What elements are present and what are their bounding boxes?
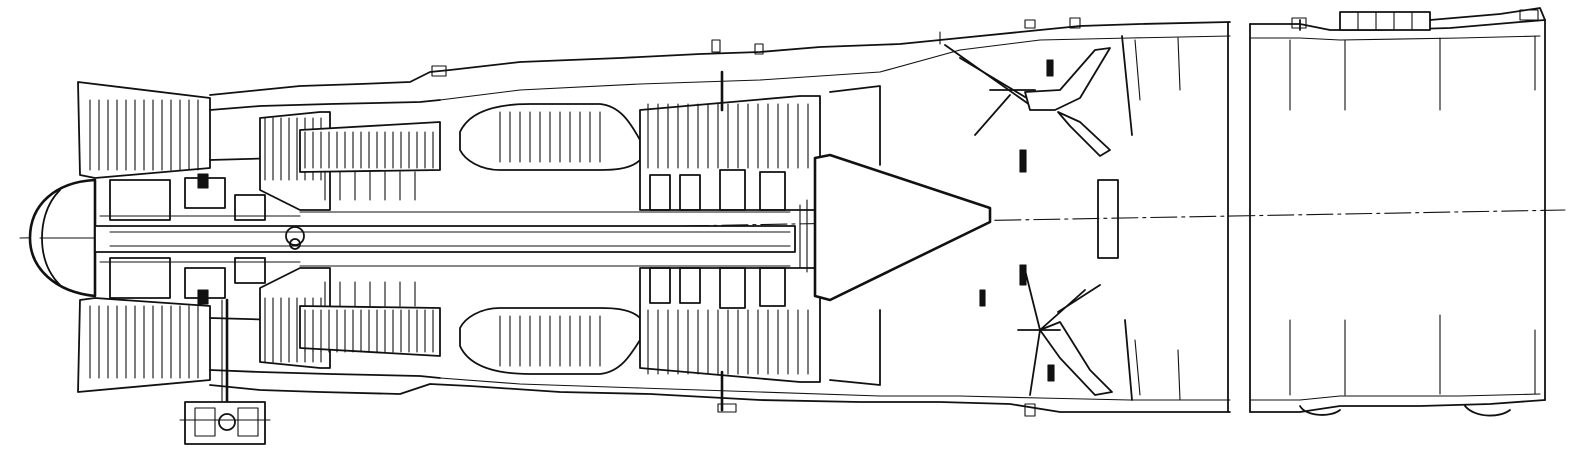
intake-cone xyxy=(28,178,111,298)
high-pressure-compressor xyxy=(299,121,441,357)
turbine-stages xyxy=(639,70,821,412)
exhaust-cone xyxy=(799,153,992,302)
front-hub-details xyxy=(109,173,305,305)
accessory-gearbox xyxy=(179,298,271,445)
afterburner-duct xyxy=(1121,21,1251,413)
afterburner-flameholders xyxy=(944,44,1119,396)
main-shaft xyxy=(94,211,796,267)
nozzle-section xyxy=(1289,7,1546,417)
fan-stage xyxy=(77,81,211,393)
combustion-chamber xyxy=(459,103,641,375)
casing-fittings xyxy=(431,9,1539,417)
mixer-section xyxy=(819,85,881,386)
